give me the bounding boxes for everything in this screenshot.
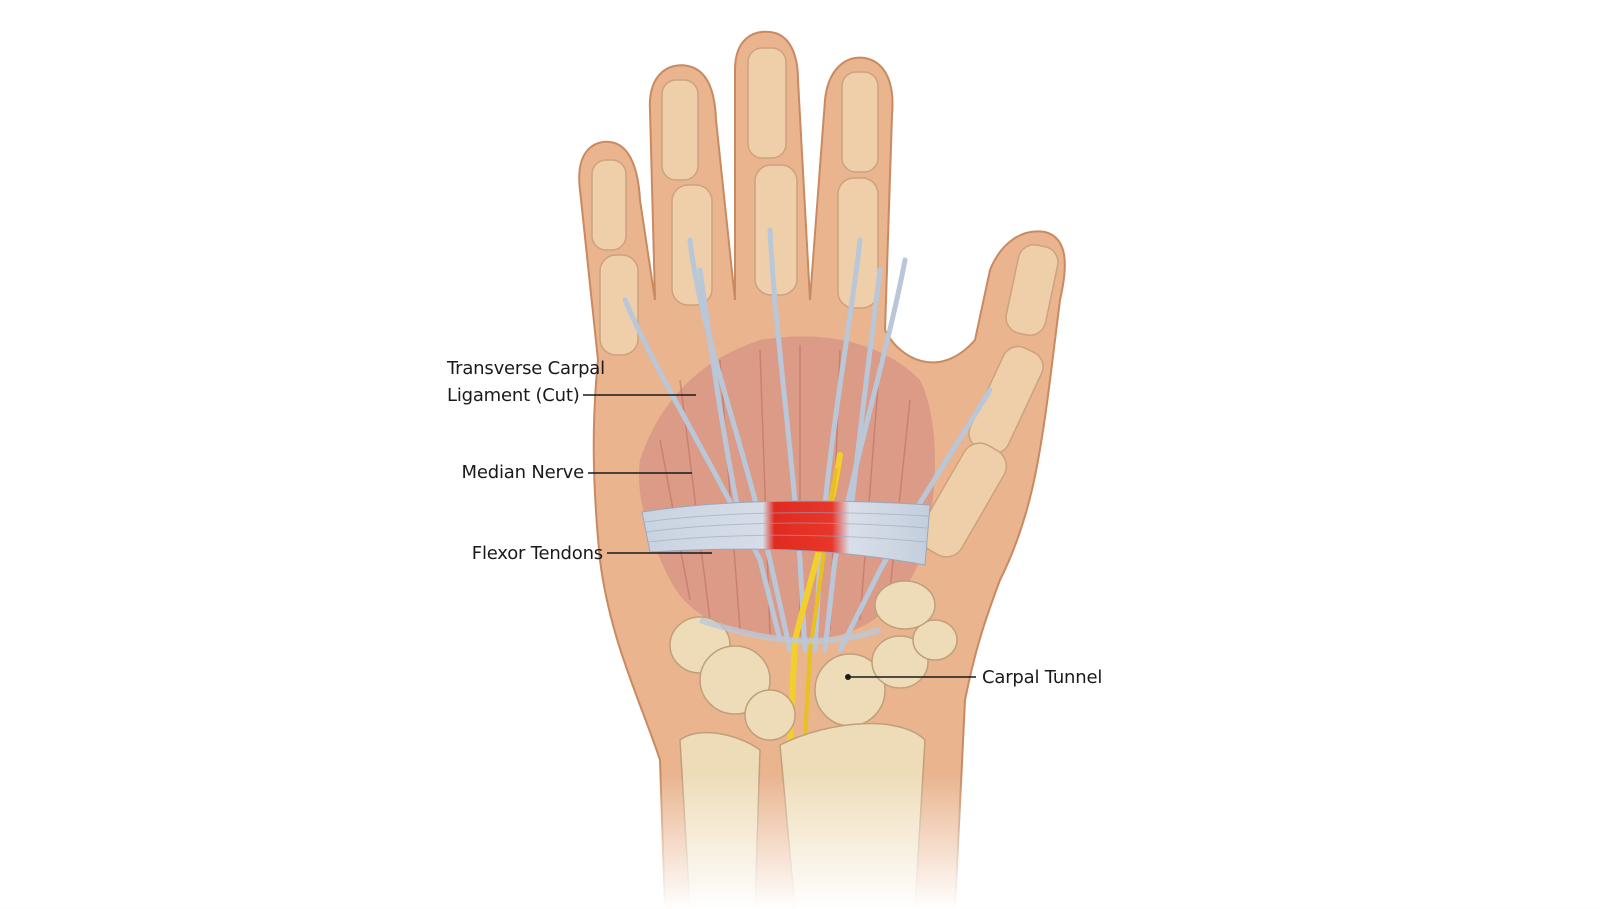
label-line-1: Transverse Carpal <box>447 358 605 379</box>
leader-dot <box>845 674 851 680</box>
label-flexor-tendons: Flexor Tendons <box>471 543 603 564</box>
label-carpal-tunnel: Carpal Tunnel <box>982 667 1103 688</box>
label-transverse-carpal-ligament: Transverse Carpal Ligament (Cut) <box>447 355 605 409</box>
leader-lines <box>583 394 976 678</box>
label-median-nerve: Median Nerve <box>461 462 585 483</box>
label-line-2: Ligament (Cut) <box>447 385 580 406</box>
